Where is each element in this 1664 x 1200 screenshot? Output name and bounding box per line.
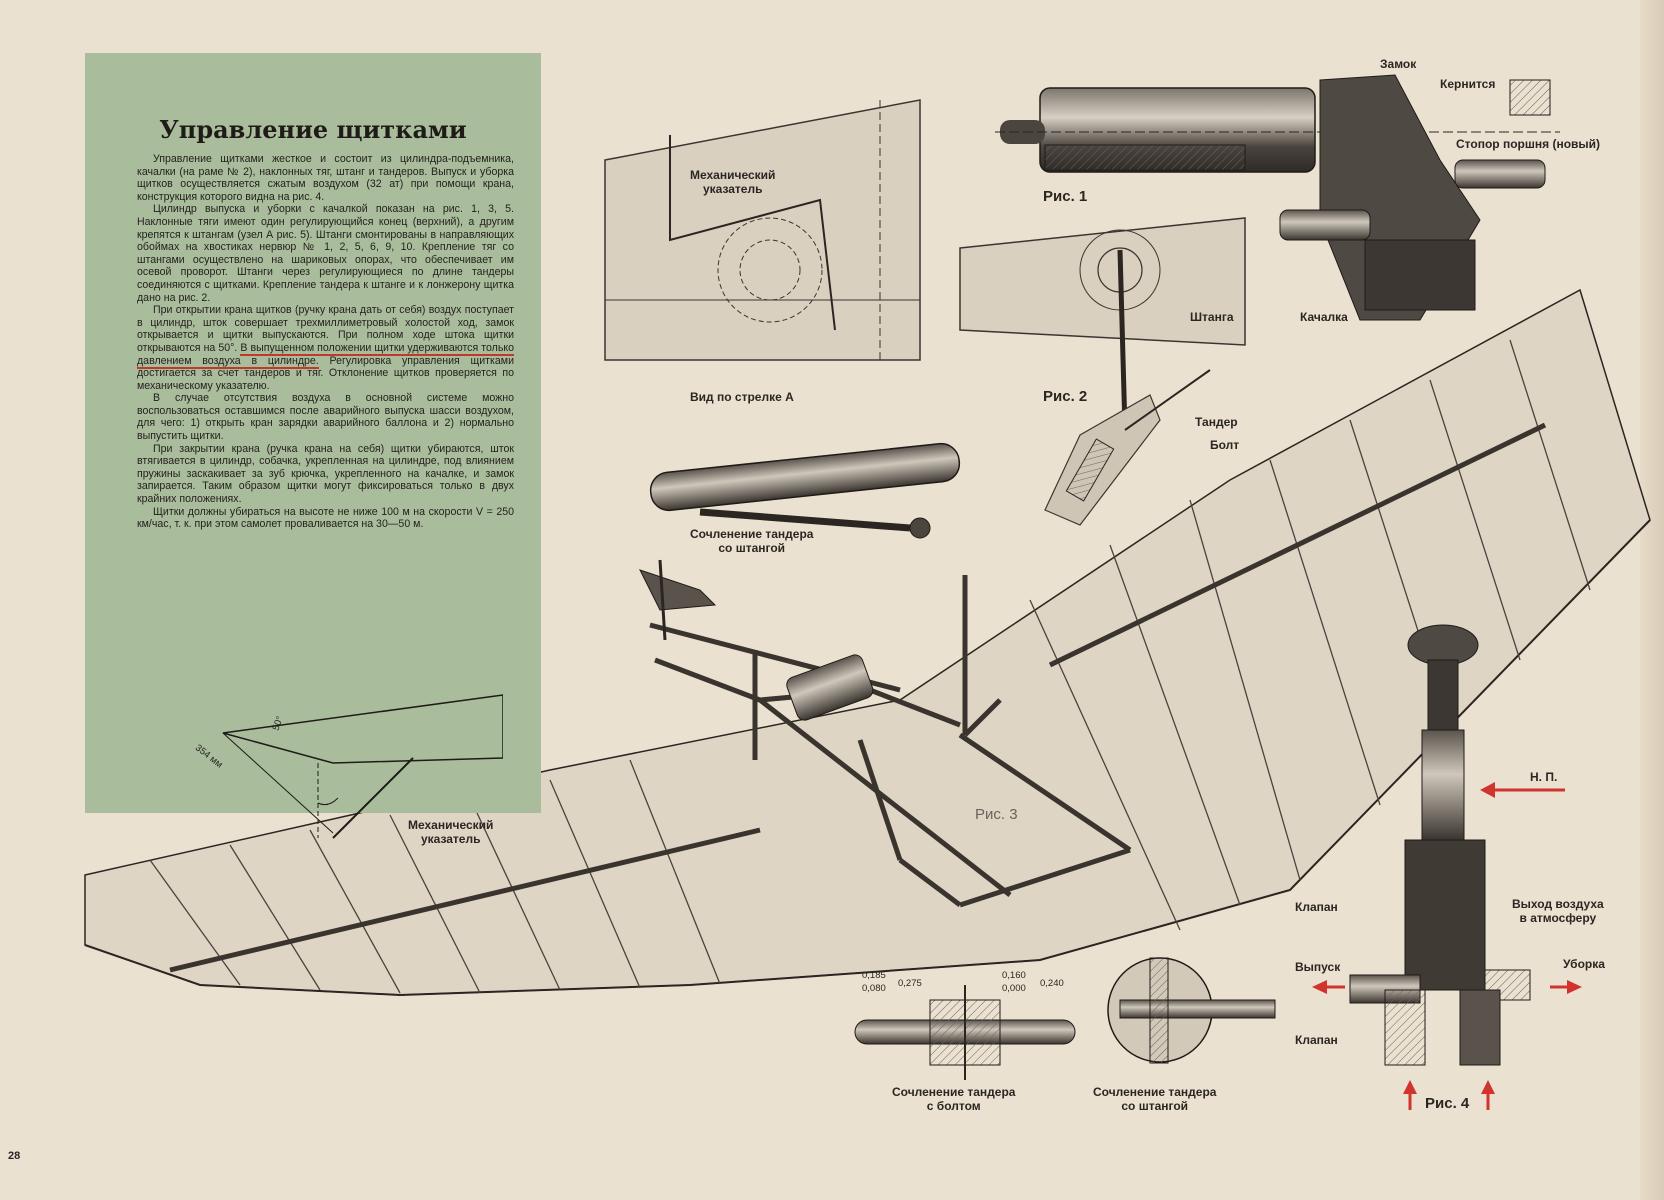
paragraph-6: Щитки должны убираться на высоте не ниже… bbox=[137, 505, 514, 531]
page-fold bbox=[1640, 0, 1664, 1200]
label-mech-indicator-top: Механический указатель bbox=[690, 168, 776, 196]
label-fig3: Рис. 3 bbox=[975, 806, 1018, 823]
label-joint-rod-2: Сочленение тандера со штангой bbox=[1093, 1085, 1217, 1113]
paragraph-1: Управление щитками жесткое и состоит из … bbox=[137, 153, 514, 203]
dim-3-bottom: 0,000 bbox=[1002, 983, 1026, 994]
tandem-rod-joint bbox=[649, 442, 961, 539]
label-vypusk: Выпуск bbox=[1295, 960, 1341, 974]
label-fig1: Рис. 1 bbox=[1043, 188, 1088, 205]
paragraph-2: Цилиндр выпуска и уборки с качалкой пока… bbox=[137, 203, 514, 304]
joint-rod-drawing bbox=[1107, 957, 1276, 1064]
dim-2: 0,275 bbox=[898, 978, 922, 989]
dim-1-top: 0,185 bbox=[862, 970, 886, 981]
label-zamok: Замок bbox=[1380, 57, 1417, 71]
label-joint-rod: Сочленение тандера со штангой bbox=[690, 527, 814, 555]
dim-3-top: 0,160 bbox=[1002, 970, 1026, 981]
paragraph-4: В случае отсутствия воздуха в основной с… bbox=[137, 392, 514, 443]
label-mech-indicator-wing: Механический указатель bbox=[408, 818, 494, 846]
label-stopor: Стопор поршня (новый) bbox=[1456, 137, 1601, 151]
label-tander: Тандер bbox=[1195, 415, 1238, 429]
highlighted-sentence: В выпущенном положении щитки удерживаютс… bbox=[137, 341, 514, 369]
label-joint-bolt: Сочленение тандера с болтом bbox=[892, 1085, 1016, 1113]
paragraph-3a: При открытии крана щитков (ручку крана д… bbox=[137, 304, 514, 354]
paragraph-5: При закрытии крана (ручка крана на себя)… bbox=[137, 442, 514, 506]
fig2-drawing bbox=[959, 217, 1246, 526]
label-exhaust: Выход воздуха в атмосферу bbox=[1512, 897, 1604, 925]
view-a-drawing bbox=[604, 99, 921, 361]
paragraph-3: При открытии крана щитков (ручку крана д… bbox=[137, 304, 514, 392]
label-bolt: Болт bbox=[1210, 438, 1240, 452]
label-shtanga: Штанга bbox=[1190, 310, 1234, 324]
dim-4: 0,240 bbox=[1040, 978, 1064, 989]
fig4-valve bbox=[1312, 624, 1582, 1110]
joint-bolt-drawing bbox=[854, 985, 1076, 1080]
label-fig4: Рис. 4 bbox=[1425, 1095, 1470, 1112]
label-klapan-top: Клапан bbox=[1295, 900, 1338, 914]
label-view-a: Вид по стрелке А bbox=[690, 390, 794, 404]
label-kernitsya: Кернится bbox=[1440, 77, 1496, 91]
fig1-cylinder bbox=[995, 74, 1560, 321]
text-panel: Управление щитками Управление щитками же… bbox=[85, 53, 541, 839]
page-number: 28 bbox=[8, 1150, 21, 1162]
wing-structure bbox=[84, 288, 1651, 997]
label-klapan-bottom: Клапан bbox=[1295, 1033, 1338, 1047]
label-uborka: Уборка bbox=[1563, 957, 1605, 971]
label-fig2: Рис. 2 bbox=[1043, 388, 1088, 405]
paragraph-3c: Регулировка управления щитками достигает… bbox=[137, 354, 514, 392]
dim-1-bottom: 0,080 bbox=[862, 983, 886, 994]
panel-body: Управление щитками жесткое и состоит из … bbox=[137, 153, 514, 531]
label-kachalka: Качалка bbox=[1300, 310, 1348, 324]
panel-title: Управление щитками bbox=[159, 115, 467, 144]
flap-angle-sketch bbox=[222, 694, 503, 839]
label-np: Н. П. bbox=[1530, 770, 1558, 784]
